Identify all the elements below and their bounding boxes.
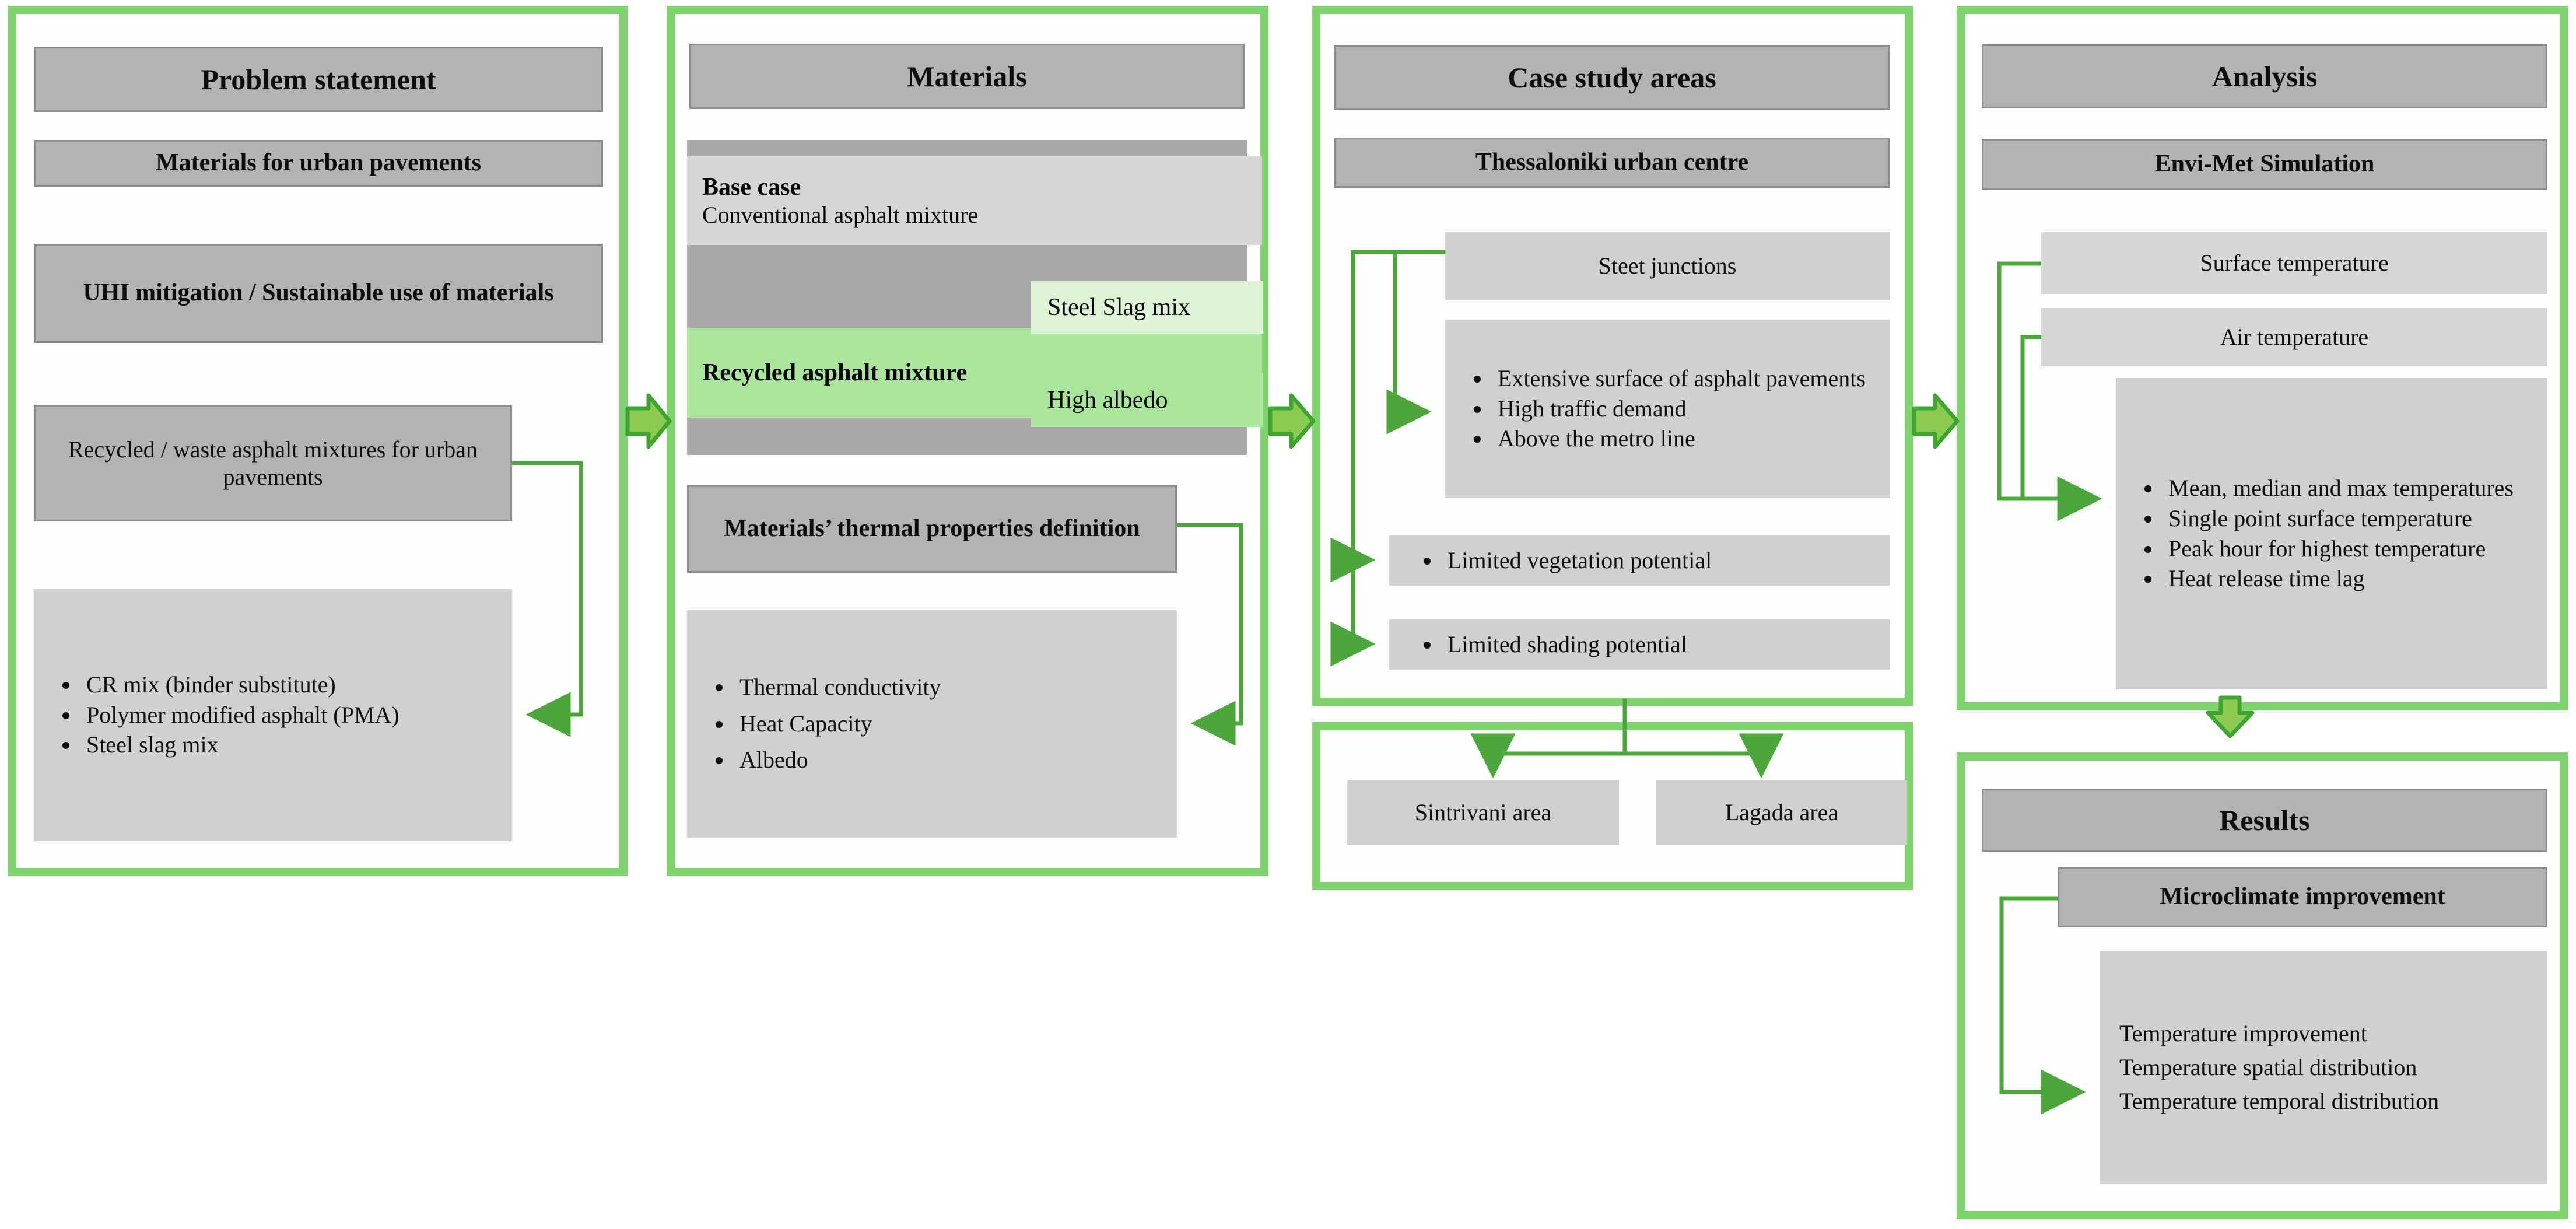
subbox-materials-for-urban-pavements-label: Materials for urban pavements	[156, 149, 481, 177]
bulletbox-junction-characteristics: Extensive surface of asphalt pavements H…	[1445, 320, 1890, 498]
header-problem-statement: Problem statement	[34, 47, 603, 112]
box-air-temperature-label: Air temperature	[2220, 324, 2369, 351]
materials-option-high-albedo-label: High albedo	[1047, 387, 1168, 414]
bulletbox-limited-shading: Limited shading potential	[1389, 619, 1890, 670]
subbox-uhi-mitigation-label: UHI mitigation / Sustainable use of mate…	[83, 279, 554, 307]
list-item: Albedo	[734, 746, 1162, 775]
list-item: Mean, median and max temperatures	[2163, 474, 2532, 503]
materials-option-steel-slag-mix-label: Steel Slag mix	[1047, 294, 1190, 321]
list-item: Temperature temporal distribution	[2119, 1088, 2440, 1114]
subbox-microclimate-improvement-label: Microclimate improvement	[2160, 883, 2445, 911]
header-analysis: Analysis	[1982, 44, 2547, 108]
materials-stack: Base case Conventional asphalt mixture R…	[687, 140, 1263, 455]
bulletbox-thermal-properties: Thermal conductivity Heat Capacity Albed…	[687, 610, 1177, 838]
box-surface-temperature-label: Surface temperature	[2200, 250, 2389, 276]
box-lagada-area: Lagada area	[1656, 780, 1907, 845]
list-item: Temperature spatial distribution	[2119, 1054, 2417, 1080]
list-item: Limited vegetation potential	[1442, 547, 1874, 575]
materials-recycled-title: Recycled asphalt mixture	[702, 359, 968, 386]
list-item: Heat Capacity	[734, 710, 1162, 738]
list-item: Thermal conductivity	[734, 673, 1162, 702]
topicbox-recycled-waste-asphalt: Recycled / waste asphalt mixtures for ur…	[34, 405, 512, 521]
subbox-microclimate-improvement: Microclimate improvement	[2058, 867, 2547, 927]
subbox-envi-met-simulation: Envi-Met Simulation	[1982, 139, 2547, 190]
subbox-thessaloniki-urban-centre-label: Thessaloniki urban centre	[1475, 149, 1749, 176]
box-sintrivani-area: Sintrivani area	[1347, 780, 1619, 845]
list-item: High traffic demand	[1492, 395, 1874, 423]
header-case-study-areas: Case study areas	[1334, 45, 1890, 110]
subbox-envi-met-simulation-label: Envi-Met Simulation	[2154, 150, 2375, 178]
right-block-arrow-icon	[625, 393, 672, 449]
listbox-results-items: Temperature improvement Temperature spat…	[2100, 951, 2547, 1184]
list-item: Extensive surface of asphalt pavements	[1492, 365, 1874, 393]
header-results-label: Results	[2219, 803, 2310, 836]
list-item: Steel slag mix	[80, 731, 497, 759]
list-item: CR mix (binder substitute)	[80, 671, 497, 699]
bulletbox-limited-vegetation: Limited vegetation potential	[1389, 535, 1890, 586]
list-item: Peak hour for highest temperature	[2163, 535, 2532, 563]
topicbox-recycled-waste-asphalt-label: Recycled / waste asphalt mixtures for ur…	[68, 436, 478, 490]
subbox-materials-thermal-properties: Materials’ thermal properties definition	[687, 485, 1177, 573]
materials-base-case-desc: Conventional asphalt mixture	[702, 201, 979, 228]
bulletbox-analysis-metrics: Mean, median and max temperatures Single…	[2116, 378, 2547, 689]
header-analysis-label: Analysis	[2211, 59, 2318, 93]
list-item: Heat release time lag	[2163, 565, 2532, 593]
box-air-temperature: Air temperature	[2041, 308, 2547, 366]
subbox-uhi-mitigation: UHI mitigation / Sustainable use of mate…	[34, 244, 603, 343]
materials-base-case-box: Base case Conventional asphalt mixture	[687, 156, 1262, 245]
right-block-arrow-icon	[1268, 393, 1316, 449]
header-materials-label: Materials	[907, 59, 1027, 93]
materials-option-steel-slag-mix: Steel Slag mix	[1031, 281, 1263, 334]
box-sintrivani-area-label: Sintrivani area	[1414, 799, 1552, 826]
header-results: Results	[1982, 789, 2547, 852]
header-materials: Materials	[689, 44, 1245, 109]
list-item: Polymer modified asphalt (PMA)	[80, 701, 497, 730]
materials-option-high-albedo: High albedo	[1031, 373, 1263, 427]
list-item: Limited shading potential	[1442, 631, 1874, 659]
list-item: Above the metro line	[1492, 425, 1874, 453]
box-steet-junctions-label: Steet junctions	[1598, 253, 1737, 279]
list-item: Single point surface temperature	[2163, 505, 2532, 533]
materials-base-case-title: Base case	[702, 173, 801, 201]
box-steet-junctions: Steet junctions	[1445, 232, 1890, 300]
box-lagada-area-label: Lagada area	[1725, 799, 1839, 826]
subbox-materials-for-urban-pavements: Materials for urban pavements	[34, 140, 603, 187]
right-block-arrow-icon	[1912, 393, 1960, 449]
header-case-study-areas-label: Case study areas	[1508, 61, 1716, 94]
box-surface-temperature: Surface temperature	[2041, 232, 2547, 294]
subbox-materials-thermal-properties-label: Materials’ thermal properties definition	[724, 515, 1140, 542]
bulletbox-recycled-mixtures: CR mix (binder substitute) Polymer modif…	[34, 589, 512, 841]
header-problem-statement-label: Problem statement	[201, 62, 436, 96]
list-item: Temperature improvement	[2119, 1020, 2367, 1046]
subbox-thessaloniki-urban-centre: Thessaloniki urban centre	[1334, 138, 1890, 188]
